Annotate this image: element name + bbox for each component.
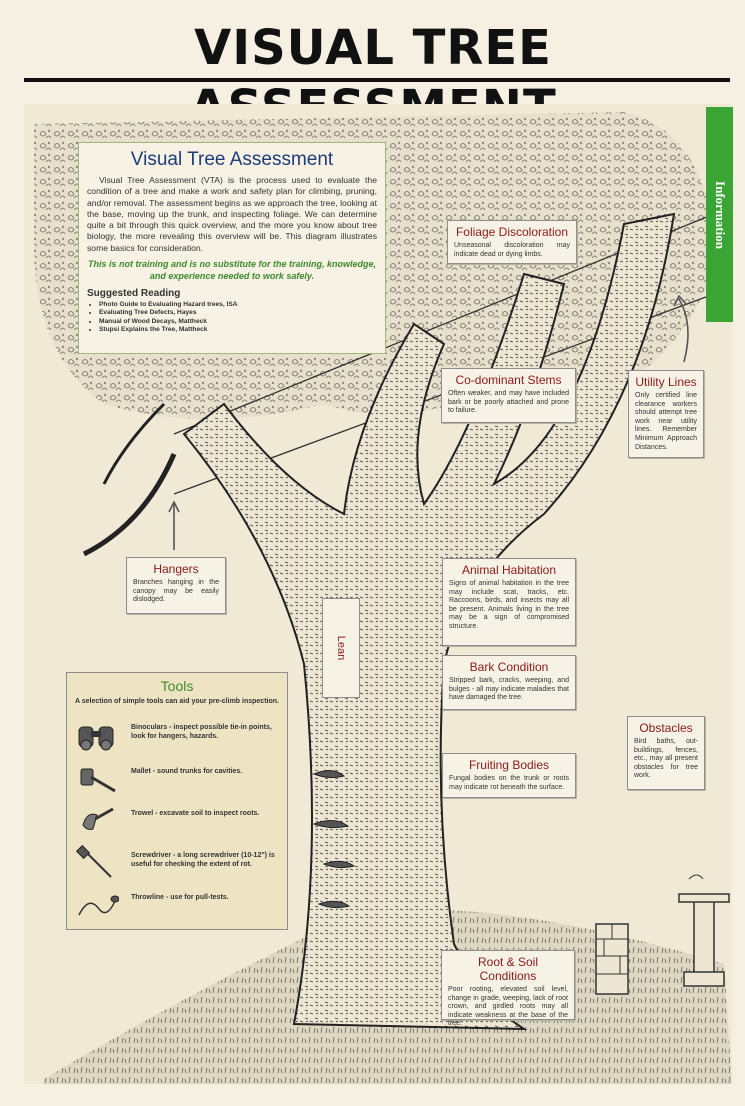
tool-item: Mallet - sound trunks for cavities. xyxy=(75,761,281,801)
reading-item: Evaluating Tree Defects, Hayes xyxy=(99,309,377,317)
callout-bark-condition: Bark Condition Stripped bark, cracks, we… xyxy=(442,655,576,710)
callout-title: Foliage Discoloration xyxy=(455,225,569,239)
callout-body: Signs of animal habitation in the tree m… xyxy=(449,580,569,630)
tools-panel: Tools A selection of simple tools can ai… xyxy=(66,672,288,930)
information-tab-label: Information xyxy=(712,180,728,249)
callout-title: Obstacles xyxy=(639,721,693,735)
suggested-reading-list: Photo Guide to Evaluating Hazard trees, … xyxy=(87,301,377,335)
tool-text: Mallet - sound trunks for cavities. xyxy=(131,768,243,775)
callout-utility-lines: Utility Lines Only certified line cleara… xyxy=(628,370,704,458)
callout-body: Bird baths, out-buildings, fences, etc.,… xyxy=(634,738,698,780)
reading-item: Manual of Wood Decays, Mattheck xyxy=(99,318,377,326)
poster-bottom-margin xyxy=(0,1090,745,1106)
tool-item: Binoculars - inspect possible tie-in poi… xyxy=(75,717,281,757)
tool-text: Binoculars - inspect possible tie-in poi… xyxy=(131,724,272,740)
callout-body: Fungal bodies on the trunk or roots may … xyxy=(449,775,569,791)
tool-text: Screwdriver - a long screwdriver (10-12"… xyxy=(131,852,275,868)
callout-title: Co-dominant Stems xyxy=(455,373,562,387)
callout-foliage-discoloration: Foliage Discoloration Unseasonal discolo… xyxy=(447,220,577,264)
intro-warning: This is not training and is no substitut… xyxy=(87,259,376,281)
callout-fruiting-bodies: Fruiting Bodies Fungal bodies on the tru… xyxy=(442,753,576,798)
callout-title: Hangers xyxy=(153,562,199,576)
callout-body: Poor rooting, elevated soil level, chang… xyxy=(448,986,568,1028)
callout-title: Utility Lines xyxy=(635,375,697,389)
callout-body: Branches hanging in the canopy may be ea… xyxy=(133,579,219,604)
tool-item: Screwdriver - a long screwdriver (10-12"… xyxy=(75,845,281,885)
intro-title: Visual Tree Assessment xyxy=(130,149,334,170)
suggested-reading-title: Suggested Reading xyxy=(87,288,181,300)
mallet-icon xyxy=(80,768,116,793)
tool-text: Trowel - excavate soil to inspect roots. xyxy=(131,810,260,817)
trowel-icon xyxy=(82,807,114,830)
lean-label-text: Lean xyxy=(335,635,347,661)
title-divider xyxy=(24,78,730,82)
binoculars-icon xyxy=(78,726,114,751)
callout-title: Animal Habitation xyxy=(461,563,557,577)
tools-intro: A selection of simple tools can aid your… xyxy=(75,698,279,705)
callout-body: Often weaker, and may have included bark… xyxy=(448,390,569,415)
callout-hangers: Hangers Branches hanging in the canopy m… xyxy=(126,557,226,614)
reading-item: Stupsi Explains the Tree, Mattheck xyxy=(99,326,377,334)
callout-title: Root & Soil Conditions xyxy=(477,955,539,983)
callout-body: Only certified line clearance workers sh… xyxy=(635,392,697,451)
callout-title: Bark Condition xyxy=(469,660,549,674)
callout-body: Unseasonal discoloration may indicate de… xyxy=(454,242,570,258)
tool-item: Trowel - excavate soil to inspect roots. xyxy=(75,803,281,843)
throwline-icon xyxy=(78,895,119,916)
callout-animal-habitation: Animal Habitation Signs of animal habita… xyxy=(442,558,576,646)
callout-body: Stripped bark, cracks, weeping, and bulg… xyxy=(449,677,569,702)
tool-text: Throwline - use for pull-tests. xyxy=(131,894,229,901)
intro-panel: Visual Tree Assessment Visual Tree Asses… xyxy=(78,142,386,354)
information-tab: Information xyxy=(706,107,733,322)
intro-body: Visual Tree Assessment (VTA) is the proc… xyxy=(87,175,377,253)
tools-title: Tools xyxy=(160,678,194,694)
tool-item: Throwline - use for pull-tests. xyxy=(75,887,281,927)
callout-root-soil-conditions: Root & Soil Conditions Poor rooting, ele… xyxy=(441,950,575,1027)
lean-label: Lean xyxy=(322,598,360,698)
reading-item: Photo Guide to Evaluating Hazard trees, … xyxy=(99,301,377,309)
screwdriver-icon xyxy=(75,845,112,878)
callout-title: Fruiting Bodies xyxy=(468,758,550,772)
callout-obstacles: Obstacles Bird baths, out-buildings, fen… xyxy=(627,716,705,790)
callout-codominant-stems: Co-dominant Stems Often weaker, and may … xyxy=(441,368,576,423)
